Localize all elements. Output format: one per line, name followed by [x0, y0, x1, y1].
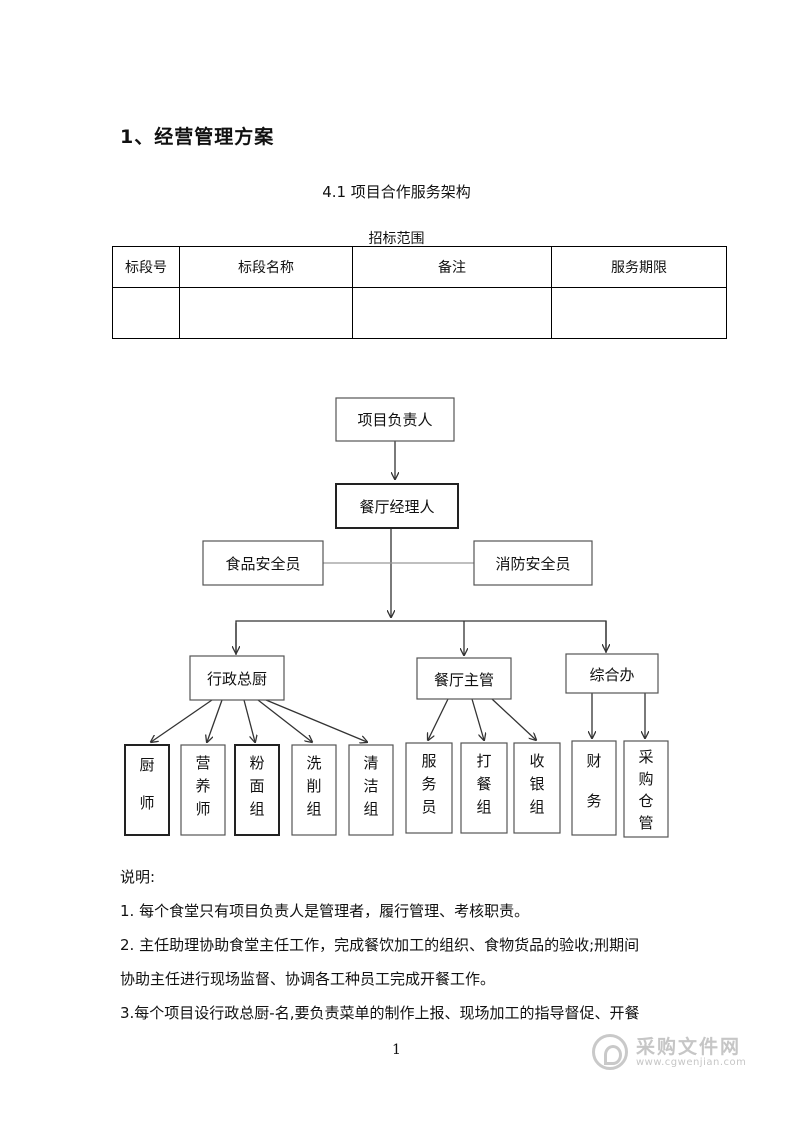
org-box-label: 食品安全员 — [225, 555, 300, 573]
org-leaf-cleaning-group: 清 洁 组 — [348, 744, 394, 836]
org-leaf-char: 餐 — [476, 775, 491, 793]
org-leaf-char: 收 — [529, 752, 544, 770]
org-box-food-safety: 食品安全员 — [202, 540, 324, 586]
table-header-row: 标段号 标段名称 备注 服务期限 — [112, 246, 727, 288]
notes-title: 说明: — [120, 868, 156, 886]
org-leaf-char: 务 — [421, 775, 436, 793]
header-bid-name: 标段名称 — [179, 246, 353, 288]
org-leaf-char: 组 — [306, 800, 321, 818]
org-leaf-char: 组 — [249, 800, 264, 818]
org-leaf-char: 组 — [476, 798, 491, 816]
note-line: 1. 每个食堂只有项目负责人是管理者，履行管理、考核职责。 — [120, 902, 530, 920]
org-leaf-finance: 财 务 — [571, 740, 617, 836]
watermark: 采购文件网 www.cgwenjian.com — [592, 1030, 772, 1076]
org-leaf-chef: 厨 师 — [124, 744, 170, 836]
subsection-heading: 4.1 项目合作服务架构 — [322, 183, 471, 201]
org-leaf-char: 打 — [476, 752, 491, 770]
table-cell — [551, 287, 727, 339]
watermark-logo-icon — [592, 1034, 628, 1070]
org-leaf-char: 师 — [139, 794, 154, 812]
org-box-label: 餐厅经理人 — [359, 498, 434, 516]
connector-arrow — [428, 698, 449, 740]
org-leaf-char: 削 — [306, 777, 321, 795]
table-cell — [112, 287, 180, 339]
org-leaf-char: 银 — [529, 775, 544, 793]
org-box-label: 消防安全员 — [495, 555, 570, 573]
connector-arrow — [471, 698, 484, 740]
org-box-label: 行政总厨 — [207, 670, 267, 688]
org-leaf-char: 组 — [529, 798, 544, 816]
org-leaf-char: 财 — [586, 752, 601, 770]
notes-section: 说明: 1. 每个食堂只有项目负责人是管理者，履行管理、考核职责。 2. 主任助… — [120, 860, 720, 1030]
org-box-label: 餐厅主管 — [434, 671, 494, 689]
org-box-project-lead: 项目负责人 — [335, 397, 455, 442]
table-cell — [179, 287, 353, 339]
bid-scope-table: 标段号 标段名称 备注 服务期限 — [112, 246, 727, 339]
watermark-text: 采购文件网 — [636, 1036, 742, 1058]
connector-arrow — [207, 699, 223, 742]
connector-arrow — [151, 699, 213, 742]
org-leaf-char: 洗 — [306, 754, 321, 772]
org-leaf-char: 员 — [421, 798, 436, 816]
org-leaf-procurement-storage: 采 购 仓 管 — [623, 740, 669, 838]
org-box-label: 综合办 — [589, 666, 634, 684]
org-box-general-office: 综合办 — [565, 653, 659, 694]
org-leaf-char: 务 — [586, 792, 601, 810]
table-caption: 招标范围 — [368, 231, 425, 247]
org-leaf-char: 采 — [638, 748, 653, 766]
header-remarks: 备注 — [352, 246, 552, 288]
org-leaf-char: 养 — [195, 777, 210, 795]
org-leaf-char: 面 — [249, 777, 264, 795]
org-leaf-char: 营 — [195, 754, 210, 772]
org-box-fire-safety: 消防安全员 — [473, 540, 593, 586]
connector-arrow — [491, 698, 536, 740]
org-leaf-char: 师 — [195, 800, 210, 818]
section-heading: 1、经营管理方案 — [120, 126, 275, 148]
org-leaf-nutritionist: 营 养 师 — [180, 744, 226, 836]
note-line: 2. 主任助理协助食堂主任工作，完成餐饮加工的组织、食物货品的验收;刑期间 — [120, 936, 640, 954]
org-leaf-char: 服 — [421, 752, 436, 770]
table-cell — [352, 287, 552, 339]
connector-arrow — [243, 699, 255, 742]
org-leaf-char: 组 — [363, 800, 378, 818]
org-leaf-char: 清 — [363, 754, 378, 772]
header-service-period: 服务期限 — [551, 246, 727, 288]
watermark-url: www.cgwenjian.com — [636, 1057, 747, 1068]
org-leaf-char: 购 — [638, 770, 653, 788]
org-box-label: 项目负责人 — [357, 411, 432, 429]
header-bid-no: 标段号 — [112, 246, 180, 288]
org-leaf-washing-group: 洗 削 组 — [291, 744, 337, 836]
note-line: 协助主任进行现场监督、协调各工种员工完成开餐工作。 — [120, 970, 496, 988]
org-leaf-char: 粉 — [249, 754, 264, 772]
page-number: 1 — [392, 1042, 401, 1058]
org-leaf-cashier-group: 收 银 组 — [513, 742, 561, 834]
connector-arrow — [257, 699, 312, 742]
org-leaf-serving-group: 打 餐 组 — [460, 742, 508, 834]
org-leaf-char: 厨 — [139, 756, 154, 774]
connector-arrow — [265, 699, 367, 742]
org-box-executive-chef: 行政总厨 — [189, 655, 285, 701]
org-chart: 项目负责人 餐厅经理人 食品安全员 消防安全员 行政总厨 餐厅主管 综合办 厨 … — [124, 397, 669, 838]
org-box-restaurant-manager: 餐厅经理人 — [335, 483, 459, 529]
org-leaf-char: 管 — [638, 814, 653, 832]
table-row — [112, 287, 727, 339]
org-leaf-waiters: 服 务 员 — [405, 742, 453, 834]
org-leaf-char: 仓 — [638, 792, 653, 810]
org-box-dining-supervisor: 餐厅主管 — [416, 657, 512, 700]
org-leaf-char: 洁 — [363, 777, 378, 795]
org-leaf-noodle-group: 粉 面 组 — [234, 744, 280, 836]
note-line: 3.每个项目设行政总厨-名,要负责菜单的制作上报、现场加工的指导督促、开餐 — [120, 1004, 640, 1022]
connector-line — [235, 620, 607, 655]
